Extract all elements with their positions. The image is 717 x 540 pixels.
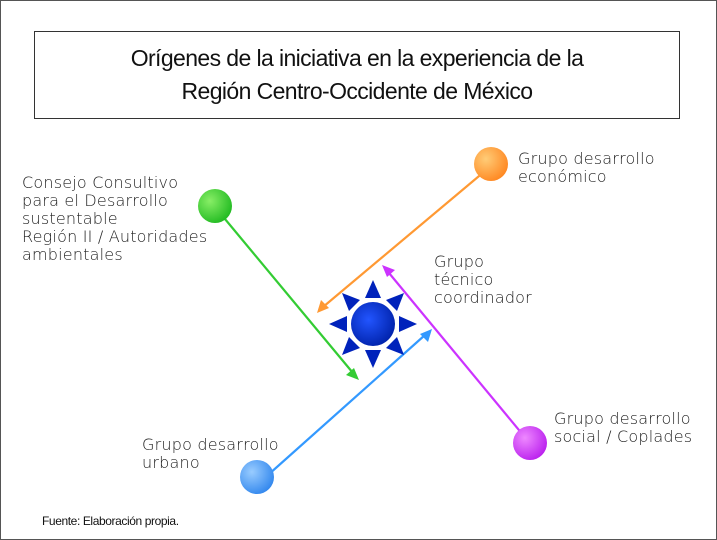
social-label: Grupo desarrollo social / Coplades [554, 409, 693, 446]
urbano-node-icon [240, 460, 274, 494]
coordinator-sun-icon [329, 280, 417, 368]
social-node-icon [513, 426, 547, 460]
source-note: Fuente: Elaboración propia. [42, 514, 179, 528]
arrow-social-to-center [382, 265, 529, 442]
title-line-1: Orígenes de la iniciativa en la experien… [130, 45, 584, 71]
title-line-2: Región Centro-Occidente de México [181, 78, 534, 104]
economico-label: Grupo desarrollo económico [518, 149, 655, 186]
arrow-consejo-to-center [214, 206, 359, 380]
arrow-economico-to-center [317, 165, 492, 313]
consejo-label: Consejo Consultivo para el Desarrollo su… [22, 173, 208, 264]
consejo-node-icon [198, 189, 232, 223]
diagram-title: Orígenes de la iniciativa en la experien… [34, 31, 680, 119]
economico-node-icon [474, 147, 508, 181]
urbano-label: Grupo desarrollo urbano [142, 435, 279, 472]
coordinador-label: Grupo técnico coordinador [434, 252, 532, 307]
arrow-urbano-to-center [258, 329, 432, 484]
